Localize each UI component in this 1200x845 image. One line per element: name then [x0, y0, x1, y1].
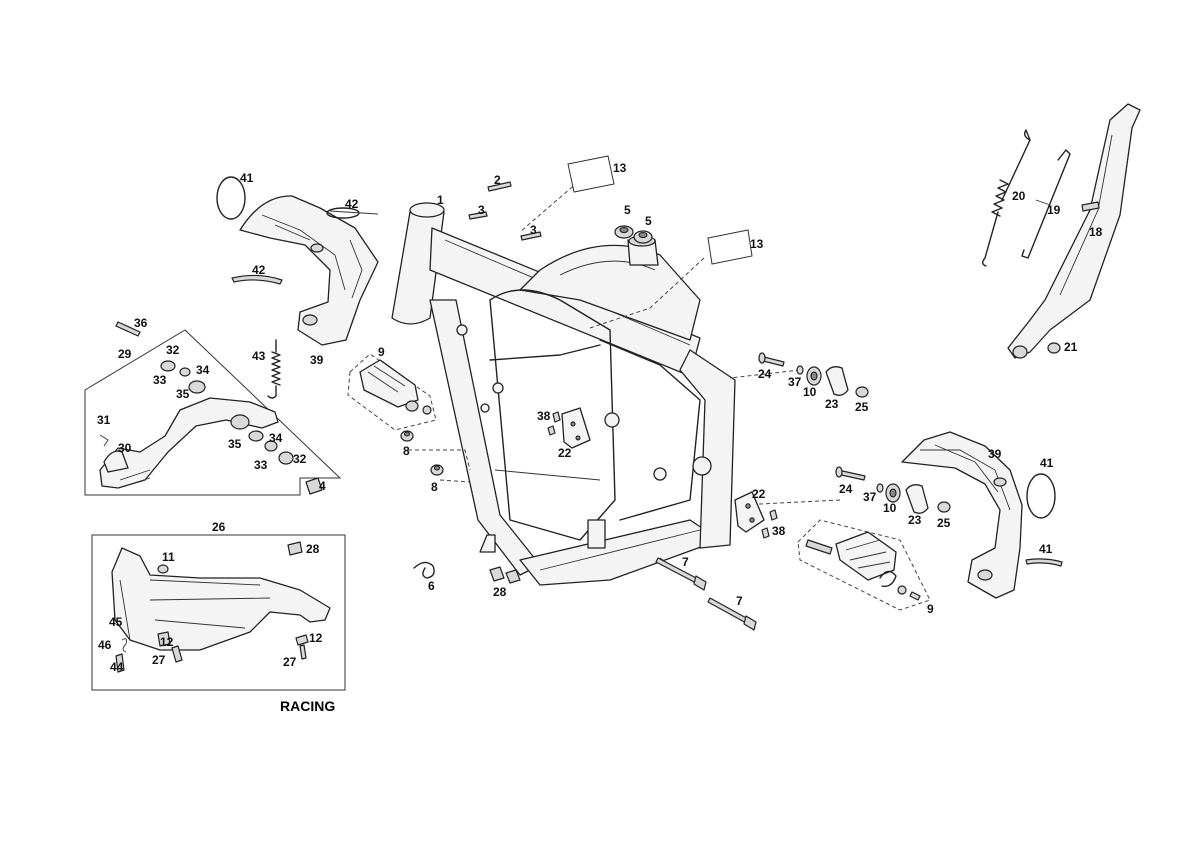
nuts-8 — [400, 430, 444, 476]
callout-46: 46 — [98, 638, 112, 652]
callout-10: 10 — [883, 501, 897, 515]
callout-5: 5 — [624, 203, 631, 217]
racing-skid-plate-box — [91, 534, 346, 691]
nuts-5 — [614, 225, 653, 244]
engine-mount-upper — [758, 352, 869, 398]
callout-38: 38 — [537, 409, 551, 423]
footpeg-right-9 — [797, 519, 931, 611]
callout-9: 9 — [378, 345, 385, 359]
engine-mount-lower — [835, 466, 951, 514]
callout-19: 19 — [1047, 203, 1061, 217]
clips-28-center — [489, 566, 521, 584]
callout-9: 9 — [927, 602, 934, 616]
callout-28: 28 — [493, 585, 507, 599]
clamps-right — [1025, 473, 1063, 567]
callout-11: 11 — [162, 550, 175, 564]
callout-31: 31 — [97, 413, 111, 427]
callout-37: 37 — [863, 490, 877, 504]
callout-41: 41 — [1040, 456, 1054, 470]
callout-36: 36 — [134, 316, 148, 330]
spring-6 — [413, 561, 435, 579]
callout-25: 25 — [937, 516, 951, 530]
clamps-left — [216, 176, 379, 285]
callout-4: 4 — [319, 479, 326, 493]
left-side-cover-39 — [239, 195, 379, 346]
callout-42: 42 — [345, 197, 359, 211]
callout-39: 39 — [988, 447, 1002, 461]
callout-25: 25 — [855, 400, 869, 414]
callout-24: 24 — [758, 367, 772, 381]
callout-43: 43 — [252, 349, 266, 363]
callout-42: 42 — [252, 263, 266, 277]
callout-39: 39 — [310, 353, 324, 367]
callout-26: 26 — [212, 520, 226, 534]
callout-34: 34 — [196, 363, 210, 377]
callout-7: 7 — [682, 555, 689, 569]
callout-22: 22 — [558, 446, 572, 460]
callout-41: 41 — [1039, 542, 1053, 556]
callout-37: 37 — [788, 375, 802, 389]
callout-8: 8 — [403, 444, 410, 458]
racing-caption: RACING — [280, 698, 335, 714]
callout-28: 28 — [306, 542, 320, 556]
callout-22: 22 — [752, 487, 766, 501]
footpeg-left-9 — [347, 353, 437, 431]
bracket-22-center — [547, 407, 591, 449]
spring-43 — [267, 339, 281, 399]
callout-23: 23 — [908, 513, 922, 527]
main-frame — [391, 202, 736, 586]
bolts-7 — [655, 557, 757, 631]
callout-23: 23 — [825, 397, 839, 411]
callout-35: 35 — [176, 387, 190, 401]
callout-10: 10 — [803, 385, 817, 399]
callout-29: 29 — [118, 347, 132, 361]
callout-33: 33 — [153, 373, 167, 387]
callout-13: 13 — [750, 237, 764, 251]
callout-24: 24 — [839, 482, 853, 496]
callout-18: 18 — [1089, 225, 1103, 239]
callout-33: 33 — [254, 458, 268, 472]
bracket-22-right — [734, 491, 778, 539]
frame-pins — [468, 181, 542, 241]
callout-35: 35 — [228, 437, 242, 451]
callout-38: 38 — [772, 524, 786, 538]
callout-27: 27 — [283, 655, 297, 669]
callout-2: 2 — [494, 173, 501, 187]
callout-8: 8 — [431, 480, 438, 494]
callout-27: 27 — [152, 653, 166, 667]
brake-pedal-assembly — [84, 321, 342, 496]
callout-20: 20 — [1012, 189, 1026, 203]
callout-30: 30 — [118, 441, 132, 455]
callout-12: 12 — [160, 635, 174, 649]
callout-13: 13 — [613, 161, 627, 175]
callout-1: 1 — [437, 193, 444, 207]
side-stand-assembly — [982, 103, 1141, 359]
callout-21: 21 — [1064, 340, 1078, 354]
callout-45: 45 — [109, 615, 123, 629]
callout-12: 12 — [309, 631, 323, 645]
callout-7: 7 — [736, 594, 743, 608]
callout-32: 32 — [166, 343, 180, 357]
callout-44: 44 — [110, 660, 124, 674]
callout-32: 32 — [293, 452, 307, 466]
callout-3: 3 — [530, 223, 537, 237]
callout-3: 3 — [478, 203, 485, 217]
callout-6: 6 — [428, 579, 435, 593]
callout-41: 41 — [240, 171, 254, 185]
right-side-cover-39 — [901, 431, 1023, 599]
decal-13 — [567, 155, 753, 265]
callout-34: 34 — [269, 431, 283, 445]
callout-labels: 1 2 3 3 13 13 5 5 41 42 42 39 43 36 29 3… — [97, 161, 1103, 714]
callout-5: 5 — [645, 214, 652, 228]
